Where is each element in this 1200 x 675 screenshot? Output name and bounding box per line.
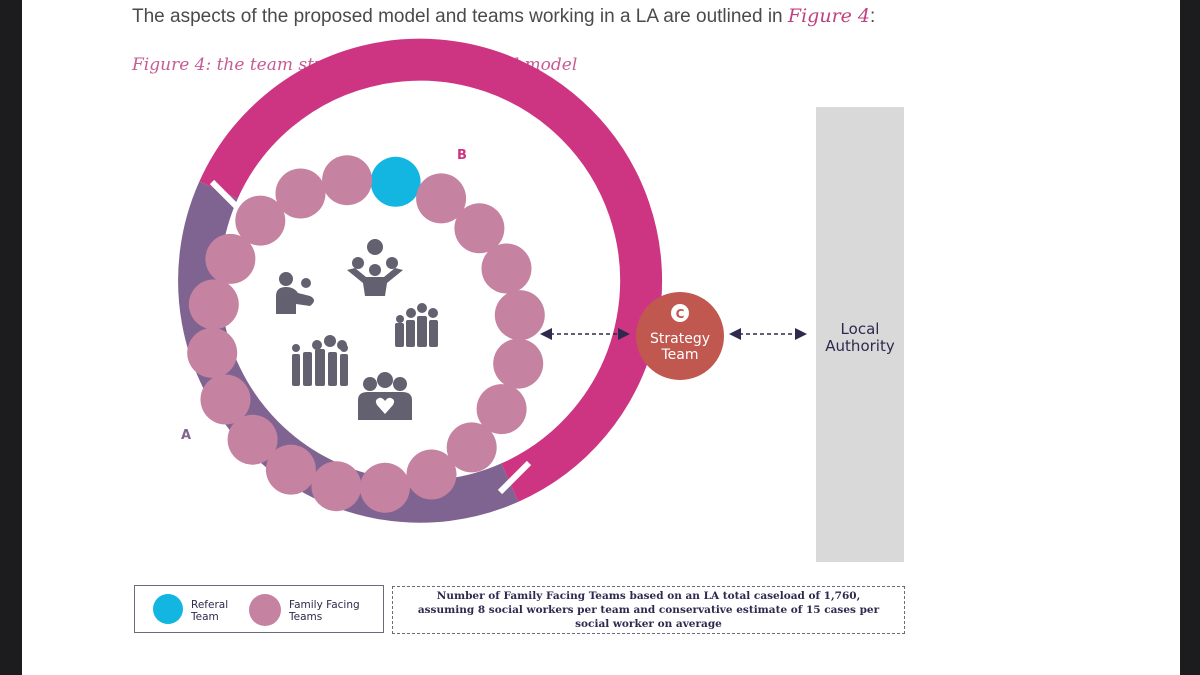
family-facing-team-circle: [265, 444, 316, 495]
svg-text:A: A: [181, 428, 191, 443]
family-facing-team-circle: [227, 414, 278, 465]
family-facing-team-circle: [416, 173, 467, 224]
caseload-note-text: Number of Family Facing Teams based on a…: [417, 590, 880, 630]
family-group-icon: [347, 239, 403, 296]
svg-text:C: C: [676, 307, 685, 321]
family-icons: [276, 239, 438, 420]
referral-team-circle: [370, 156, 421, 207]
insight-team-ring: [199, 38, 663, 502]
parent-child-icon: [276, 272, 314, 314]
family-facing-team-circle: [235, 195, 286, 246]
family-facing-team-circle: [454, 203, 505, 254]
intro-suffix: :: [870, 6, 876, 27]
ring-separator-top: [209, 179, 246, 216]
caseload-note: Number of Family Facing Teams based on a…: [392, 586, 905, 634]
intro-text: The aspects of the proposed model and te…: [132, 6, 788, 27]
family-facing-team-circle: [406, 449, 457, 500]
insight-badge: B: [452, 144, 472, 164]
family-facing-team-circle: [359, 462, 410, 513]
family-facing-team-circle: [476, 384, 527, 435]
extended-family-icon: [292, 335, 348, 386]
large-family-icon: [395, 303, 438, 347]
enabler-badge: A: [176, 424, 196, 444]
family-facing-legend-swatch: [249, 594, 281, 626]
team-circles: [187, 155, 545, 513]
family-facing-team-circle: [311, 461, 362, 512]
strategy-team-node: C Strategy Team: [636, 292, 724, 380]
team-structure-diagram: Insight Team Enabler Team B A: [176, 38, 904, 562]
local-authority-line2: Authority: [825, 337, 895, 355]
family-facing-team-circle: [187, 327, 238, 378]
family-facing-team-circle: [494, 290, 545, 341]
family-heart-icon: [358, 372, 412, 420]
ring-separator-bottom: [497, 460, 532, 495]
family-facing-team-circle: [188, 279, 239, 330]
family-facing-team-circle: [446, 422, 497, 473]
intro-paragraph: The aspects of the proposed model and te…: [132, 5, 875, 28]
family-facing-team-circle: [481, 243, 532, 294]
family-facing-team-circle: [205, 233, 256, 284]
local-authority-line1: Local: [841, 320, 880, 338]
family-facing-team-circle: [200, 374, 251, 425]
referral-legend-swatch: [153, 594, 183, 624]
family-facing-team-circle: [322, 155, 373, 206]
strategy-label-line1: Strategy: [650, 331, 710, 347]
svg-text:B: B: [457, 148, 467, 163]
figure-link[interactable]: Figure 4: [787, 5, 871, 27]
local-authority-panel: Local Authority: [816, 107, 904, 562]
family-facing-team-circle: [275, 168, 326, 219]
family-facing-team-circle: [493, 338, 544, 389]
document-page: The aspects of the proposed model and te…: [22, 0, 1180, 675]
strategy-label-line2: Team: [660, 347, 698, 363]
